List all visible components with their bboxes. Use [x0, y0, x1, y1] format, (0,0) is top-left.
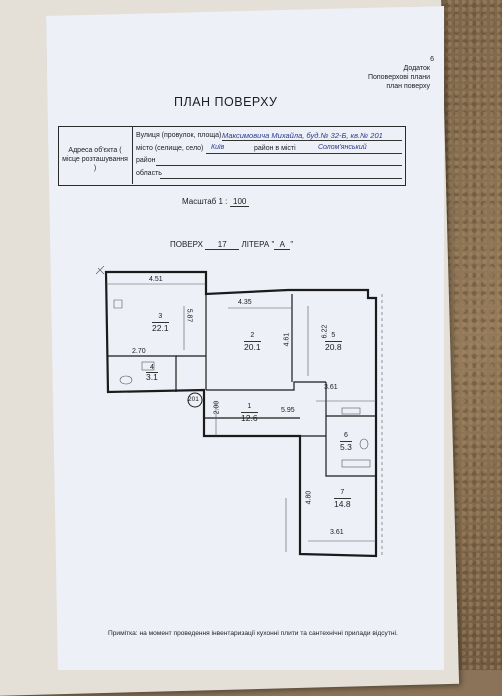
dim-2-70: 2.70 [132, 348, 146, 355]
room-area: 12.6 [241, 412, 258, 423]
dim-4-80: 4.80 [305, 490, 313, 505]
district-underline [156, 165, 402, 166]
exterior-walls [104, 270, 378, 558]
dim-4-51: 4.51 [149, 276, 163, 283]
district-label: район [136, 157, 156, 164]
floor-number: 17 [205, 240, 240, 250]
page-mark: 6 [430, 56, 434, 63]
address-table [58, 126, 406, 186]
dim-5-95: 5.95 [281, 407, 295, 414]
room-area: 20.1 [244, 341, 261, 352]
city-value: Київ [211, 144, 225, 151]
dim-4-61: 4.61 [283, 332, 291, 347]
district-city-prefix: район в місті [254, 145, 296, 152]
dim-5-87: 5.87 [185, 308, 193, 323]
appendix-line: Поповерхові плани [367, 74, 430, 81]
city-prefix: місто (селище, село) [136, 145, 204, 152]
room-area: 22.1 [152, 322, 169, 333]
room-number: 4 [149, 364, 154, 371]
floor-prefix: ПОВЕРХ [170, 240, 203, 249]
footnote: Примітка: на момент проведення інвентари… [108, 630, 398, 637]
appendix-line: Додаток [403, 65, 430, 72]
address-divider [132, 126, 133, 184]
room-number: 7 [340, 489, 345, 496]
appendix-header: Додаток Поповерхові плани план поверху [368, 64, 430, 91]
dim-4-35: 4.35 [238, 299, 252, 306]
room-number: 6 [343, 432, 348, 439]
room-area: 14.8 [334, 498, 351, 509]
page-title: ПЛАН ПОВЕРХУ [174, 95, 278, 109]
street-underline [222, 140, 402, 141]
region-label: область [136, 170, 162, 177]
scale-value: 100 [230, 197, 250, 207]
room-area: 3.1 [146, 372, 158, 382]
dim-6-22: 6.22 [321, 324, 329, 339]
room-number: 1 [247, 403, 252, 410]
dim-2-00: 2.00 [213, 400, 221, 415]
city-underline [206, 153, 402, 154]
appendix-line: план поверху [386, 83, 430, 90]
room-number: 2 [250, 332, 255, 339]
litera-prefix: ЛІТЕРА " [241, 240, 275, 249]
document-page: Додаток Поповерхові плани план поверху 6… [46, 6, 444, 670]
room-number: 3 [158, 313, 163, 320]
dim-3-61-top: 3.61 [324, 384, 338, 391]
floor-plan [95, 265, 383, 558]
interior-walls [108, 294, 376, 477]
litera-value: А [274, 240, 291, 250]
floor-label: ПОВЕРХ 17 ЛІТЕРА "А" [170, 240, 293, 250]
room-area: 5.3 [340, 441, 352, 452]
room-number: 5 [331, 332, 336, 339]
litera-suffix: " [290, 240, 294, 249]
room-annotations [95, 265, 383, 556]
street-prefix: Вулиця (провулок, площа) [136, 132, 222, 139]
street-value: Максимовича Михайла, буд.№ 32-Б, кв.№ 20… [222, 131, 383, 140]
dim-3-61-bottom: 3.61 [330, 529, 344, 536]
room-area: 20.8 [325, 341, 342, 352]
district-city-value: Солом'янський [318, 144, 367, 151]
scale-label: Масштаб 1 : [182, 197, 228, 206]
apartment-mark: 201 [188, 396, 199, 403]
region-underline [160, 178, 402, 179]
address-label: Адреса об'єкта ( місце розташування ) [62, 147, 128, 172]
